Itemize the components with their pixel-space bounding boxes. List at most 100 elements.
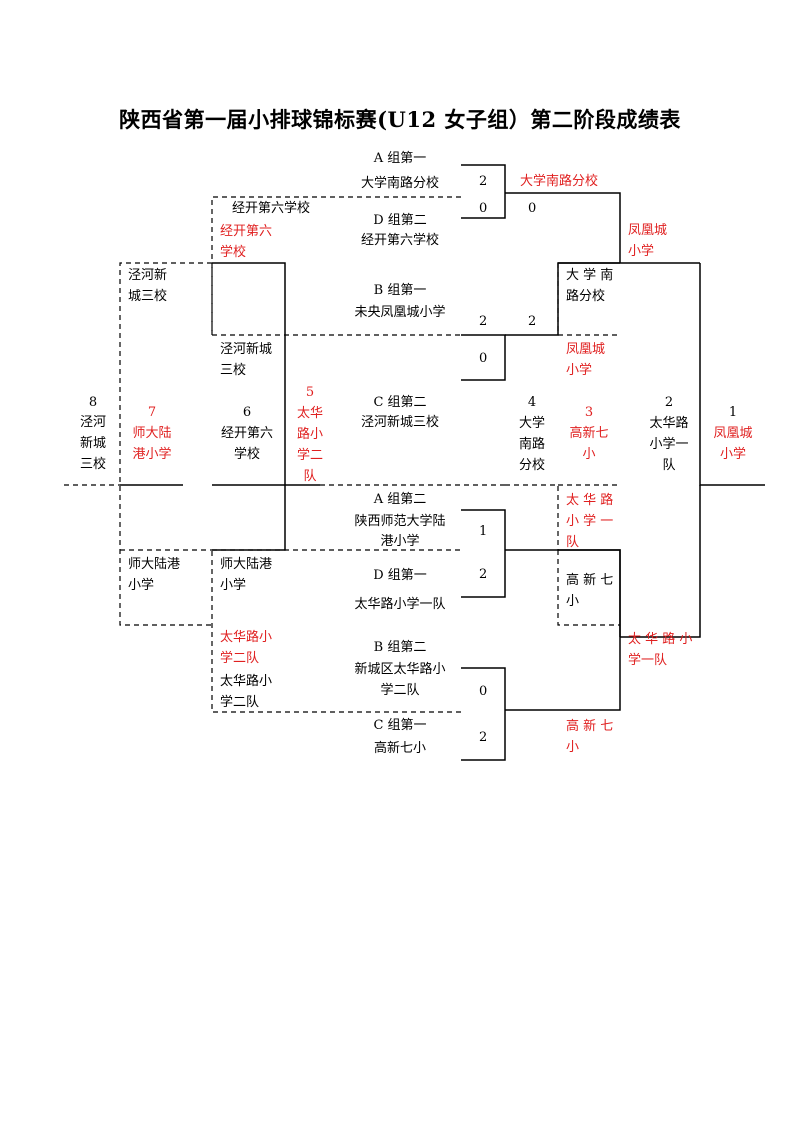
place-4-line2: 南路	[518, 437, 545, 452]
qf4-winner-1: 高 新 七	[566, 719, 614, 734]
qf1-winner: 大学南路分校	[520, 174, 599, 189]
place-1-rank: 1	[728, 405, 738, 420]
bronze-left	[505, 484, 559, 550]
r1-m4-bottom-score: 2	[479, 730, 488, 745]
r1-m3-top-team-2: 港小学	[380, 534, 420, 549]
r1-m2-bottom-score: 0	[479, 351, 488, 366]
r1-m1-bottom-score: 0	[479, 201, 488, 216]
semi2-top-3: 队	[566, 535, 580, 550]
r1-m3-top-seed: A 组第二	[373, 492, 427, 507]
place-4-rank: 4	[527, 395, 537, 410]
l2-top-1: 师大陆港	[220, 557, 273, 572]
qf4-winner-2: 小	[566, 740, 580, 755]
place-2-rank: 2	[664, 395, 674, 410]
r1-m4-bottom-team: 高新七小	[373, 741, 426, 756]
l3-top-2: 城三校	[128, 289, 168, 304]
place-7-line2: 港小学	[132, 447, 172, 462]
place-7-rank: 7	[147, 405, 157, 420]
l3-bottom-2: 小学	[128, 578, 155, 593]
qf1-extra-score: 0	[528, 201, 537, 216]
l1-winner-1: 经开第六	[220, 224, 273, 239]
l2-winner-2: 学二队	[220, 651, 260, 666]
place-5-rank: 5	[305, 385, 315, 400]
r1-m1-line	[461, 164, 506, 219]
place-8-line2: 新城	[79, 436, 106, 451]
page-title: 陕西省第一届小排球锦标赛(U12 女子组）第二阶段成绩表	[119, 107, 681, 132]
l1-top: 经开第六学校	[232, 201, 311, 216]
semi2-top-1: 太 华 路	[566, 493, 614, 508]
r1-m3-line	[461, 509, 506, 598]
r1-m1-bottom-seed: D 组第二	[373, 213, 427, 228]
r1-m3-top-team-1: 陕西师范大学陆	[354, 514, 446, 529]
r1-m1-out	[505, 192, 621, 263]
r1-m4-out	[505, 637, 621, 711]
r1-m4-top-seed: B 组第二	[373, 640, 427, 655]
r1-m1-loser	[211, 196, 461, 336]
place-8-line1: 泾河	[79, 415, 106, 430]
place-5-line2: 路小	[296, 427, 323, 442]
semi2-winner-1: 太 华 路 小	[628, 632, 693, 647]
l3-bottom-1: 师大陆港	[128, 557, 181, 572]
place-3-line1: 高新七	[569, 426, 609, 441]
place-3-rank: 3	[584, 405, 594, 420]
place-1-line1: 凤凰城	[713, 426, 753, 441]
r1-m3-bottom-team: 太华路小学一队	[354, 597, 446, 612]
semi2-bottom-1: 高 新 七	[566, 573, 614, 588]
place-2-line3: 队	[662, 458, 676, 473]
l3-top	[119, 262, 212, 626]
place-6-rank: 6	[242, 405, 252, 420]
r1-m3-bottom-seed: D 组第一	[373, 568, 427, 583]
place-7-line1: 师大陆	[132, 426, 172, 441]
r1-m1-top-team: 大学南路分校	[360, 176, 439, 191]
place-5-line3: 学二	[296, 448, 323, 463]
r1-m4-top-team-1: 新城区太华路小	[354, 662, 446, 677]
l3-top-1: 泾河新	[128, 268, 168, 283]
r1-m1-top-seed: A 组第一	[373, 151, 427, 166]
loser-semi1	[212, 262, 320, 486]
semi1-winner-2: 小学	[628, 244, 655, 259]
semi1-winner-1: 凤凰城	[628, 223, 668, 238]
r1-m3-out	[505, 549, 621, 637]
place-8-rank: 8	[88, 395, 98, 410]
l2-bottom-1: 太华路小	[220, 674, 273, 689]
l2-winner-1: 太华路小	[220, 630, 273, 645]
semi-loser-2	[557, 550, 620, 626]
r1-m4-line	[461, 667, 506, 761]
r1-m2-top-seed: B 组第一	[373, 283, 427, 298]
qf2-score: 2	[528, 314, 537, 329]
r1-m2-top-score: 2	[479, 314, 488, 329]
r1-m3-top-score: 1	[479, 524, 488, 539]
r1-m4-top-score: 0	[479, 684, 488, 699]
r1-m4-loser	[211, 550, 461, 713]
r1-m1-top-score: 2	[479, 174, 488, 189]
l1-bottom-1: 泾河新城	[220, 342, 273, 357]
place-2-line2: 小学一	[649, 437, 689, 452]
place-1-line2: 小学	[719, 447, 746, 462]
semi2-top-2: 小 学 一	[566, 514, 614, 529]
semi1-bottom-1: 凤凰城	[566, 342, 606, 357]
place-5-line1: 太华	[296, 406, 323, 421]
place-3-line2: 小	[582, 447, 596, 462]
semi2-winner-2: 学一队	[628, 653, 668, 668]
r1-m4-top-team-2: 学二队	[380, 683, 420, 698]
semi2-bottom-2: 小	[566, 594, 580, 609]
center-seed: C 组第二	[373, 395, 427, 410]
place-5-line4: 队	[303, 469, 317, 484]
semi1-bottom-2: 小学	[566, 363, 593, 378]
r1-m4-bottom-seed: C 组第一	[373, 718, 427, 733]
l1-bottom-2: 三校	[220, 363, 247, 378]
place-2-line1: 太华路	[649, 416, 689, 431]
place-4-line1: 大学	[518, 416, 545, 431]
place-4-line3: 分校	[518, 458, 545, 473]
place-6-line2: 学校	[233, 447, 260, 462]
l1-winner-2: 学校	[220, 245, 247, 260]
center-team: 泾河新城三校	[360, 415, 439, 430]
r1-m2-line	[461, 334, 506, 381]
l2-top-2: 小学	[220, 578, 247, 593]
place-6-line1: 经开第六	[220, 426, 273, 441]
semi-loser-1	[557, 263, 620, 336]
r1-m1-bottom-team: 经开第六学校	[360, 233, 439, 248]
final-bottom	[620, 485, 701, 638]
loser-semi2	[212, 485, 286, 551]
